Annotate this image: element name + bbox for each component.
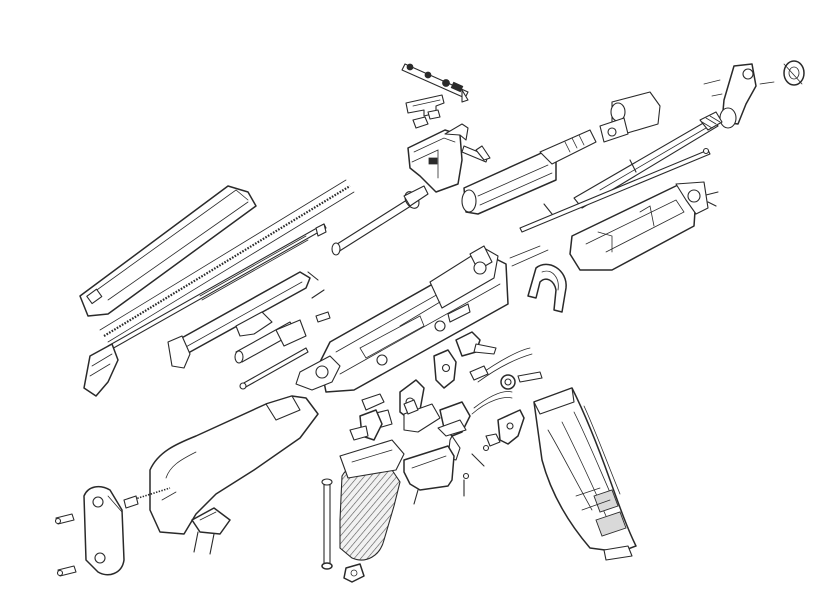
muzzle-nut [784, 61, 804, 85]
bolt [235, 320, 308, 389]
receiver-side-piece [350, 410, 382, 440]
ejector-piece [406, 95, 444, 128]
buttstock [150, 396, 318, 534]
lower-handguard [570, 182, 708, 270]
gas-piston [316, 186, 428, 255]
trigger-spring-coil [501, 372, 542, 389]
cleaning-rod [520, 149, 710, 233]
firing-pin [402, 64, 468, 102]
trigger-guard [404, 420, 466, 504]
buttstock-spring [124, 488, 170, 508]
small-pins-right [544, 160, 718, 214]
magazine [534, 388, 636, 560]
small-pins-left [308, 272, 330, 322]
dust-cover [80, 186, 256, 316]
magazine-catch [498, 410, 524, 444]
handguard-retainer [528, 264, 566, 312]
bolt-carrier-assembly [168, 272, 310, 368]
receiver [296, 246, 548, 392]
gas-block [600, 92, 660, 142]
recoil-spring [100, 180, 354, 342]
front-sight [704, 64, 774, 128]
pistol-grip [340, 440, 404, 560]
gas-tube-handguard [462, 130, 596, 214]
disconnector [434, 350, 456, 388]
bolt-carrier [408, 124, 490, 192]
butt-plate [84, 487, 124, 575]
recoil-spring-guide [84, 224, 326, 396]
safety-lever [456, 332, 496, 356]
grip-screw [322, 479, 364, 582]
sling-swivel [192, 508, 230, 554]
stock-screws [56, 514, 77, 576]
